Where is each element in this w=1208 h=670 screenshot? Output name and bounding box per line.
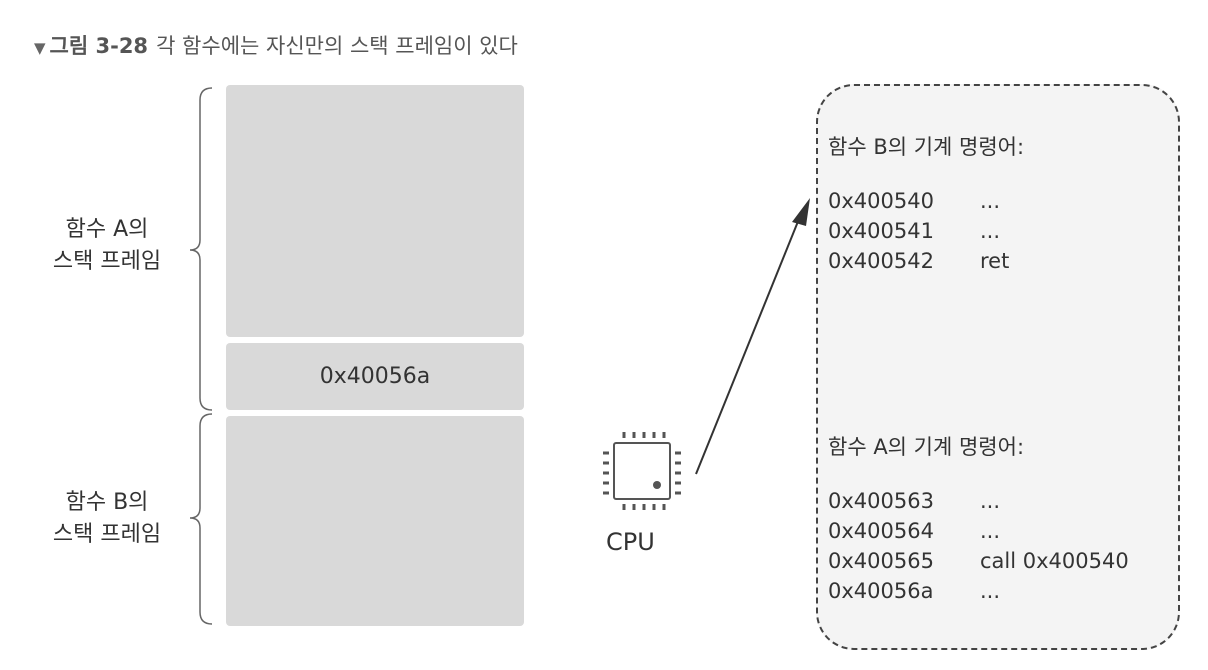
brace-frame-b — [189, 413, 213, 625]
code-address: 0x400540 — [828, 189, 934, 213]
machine-code-panel: 함수 B의 기계 명령어: 0x400540... 0x400541... 0x… — [816, 84, 1180, 650]
stack-frame-b — [226, 416, 524, 626]
function-a-code: 함수 A의 기계 명령어: 0x400563... 0x400564... 0x… — [828, 432, 1129, 606]
code-address: 0x400565 — [828, 549, 934, 573]
return-address-slot: 0x40056a — [226, 343, 524, 410]
cpu-label: CPU — [606, 528, 655, 556]
code-row: 0x400564... — [828, 516, 1129, 546]
cpu-to-code-arrow-line — [695, 213, 802, 475]
code-row: 0x400563... — [828, 486, 1129, 516]
code-instruction: ... — [980, 219, 1001, 243]
code-address: 0x400542 — [828, 249, 934, 273]
code-instruction: ... — [980, 579, 1001, 603]
code-address: 0x400541 — [828, 219, 934, 243]
code-row: 0x400565 call 0x400540 — [828, 546, 1129, 576]
figure-caption: ▼그림 3-28 각 함수에는 자신만의 스택 프레임이 있다 — [34, 30, 518, 60]
stack-frame-a — [226, 85, 524, 337]
code-instruction: ... — [980, 519, 1001, 543]
code-row: 0x400540... — [828, 186, 1024, 216]
caption-text: 각 함수에는 자신만의 스택 프레임이 있다 — [156, 34, 518, 58]
code-instruction: ... — [980, 189, 1001, 213]
function-b-code-title: 함수 B의 기계 명령어: — [828, 135, 1025, 159]
frame-a-label-line1: 함수 A의 — [65, 217, 149, 242]
code-instruction: ... — [980, 489, 1001, 513]
return-address-text: 0x40056a — [319, 364, 431, 389]
frame-b-label-line2: 스택 프레임 — [52, 522, 162, 547]
code-row: 0x400542 ret — [828, 246, 1024, 276]
function-a-code-title: 함수 A의 기계 명령어: — [828, 435, 1025, 459]
brace-frame-a — [189, 87, 213, 411]
code-row: 0x40056a... — [828, 576, 1129, 606]
code-instruction: call 0x400540 — [980, 549, 1129, 573]
arrowhead-icon — [792, 198, 810, 226]
frame-a-label-line2: 스택 프레임 — [52, 249, 162, 274]
function-b-code: 함수 B의 기계 명령어: 0x400540... 0x400541... 0x… — [828, 132, 1024, 276]
cpu-chip-icon — [603, 432, 681, 510]
code-address: 0x400563 — [828, 489, 934, 513]
figure-number: 그림 3-28 — [49, 34, 149, 58]
caption-marker: ▼ — [34, 39, 46, 57]
frame-a-label: 함수 A의 스택 프레임 — [22, 214, 192, 278]
code-address: 0x40056a — [828, 579, 934, 603]
frame-b-label: 함수 B의 스택 프레임 — [22, 487, 192, 551]
frame-b-label-line1: 함수 B의 — [65, 490, 149, 515]
code-address: 0x400564 — [828, 519, 934, 543]
code-row: 0x400541... — [828, 216, 1024, 246]
code-instruction: ret — [980, 249, 1010, 273]
